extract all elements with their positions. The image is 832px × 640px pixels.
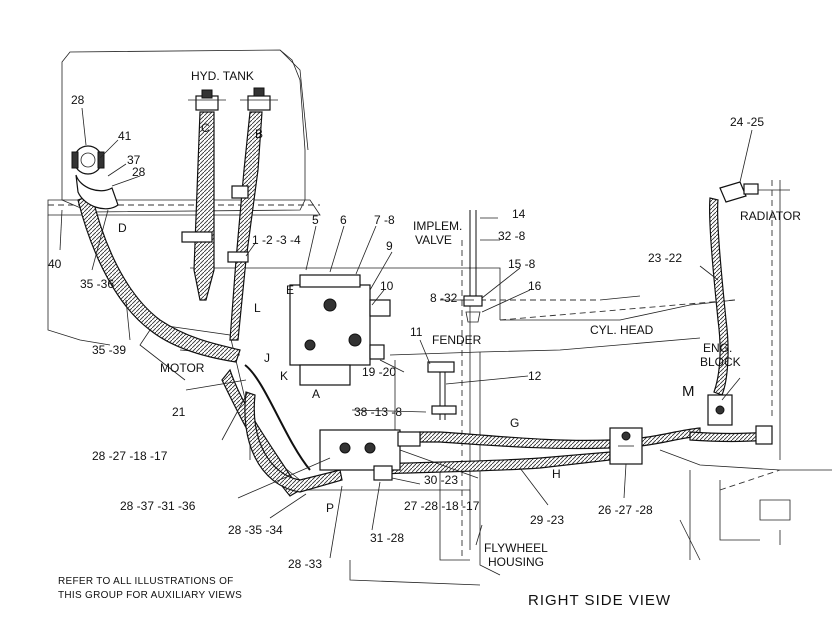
callout-28-37-31-36: 28 -37 -31 -36 <box>120 499 196 513</box>
hose-d <box>75 174 241 363</box>
hose-letter-m: M <box>682 383 696 400</box>
hose-letter-l: L <box>254 301 261 315</box>
callout-40: 40 <box>48 257 62 271</box>
callout-35-39: 35 -39 <box>92 343 126 357</box>
callout-29-23: 29 -23 <box>530 513 564 527</box>
callout-9: 9 <box>386 239 393 253</box>
hose-letter-k: K <box>280 369 288 383</box>
callout-12: 12 <box>528 369 542 383</box>
callout-35-36: 35 -36 <box>80 277 114 291</box>
flywheel-label: FLYWHEEL <box>484 541 548 555</box>
callout-27-28-18-17: 27 -28 -18 -17 <box>404 499 480 513</box>
callout-28-top: 28 <box>71 93 85 107</box>
housing-label: HOUSING <box>488 555 544 569</box>
callout-28-27-18-17: 28 -27 -18 -17 <box>92 449 168 463</box>
callout-5: 5 <box>312 213 319 227</box>
tank-fitting-left <box>188 89 226 111</box>
note-line-1: REFER TO ALL ILLUSTRATIONS OF <box>58 576 234 587</box>
implement-pipe-14 <box>463 210 483 323</box>
block-label: BLOCK <box>700 355 741 369</box>
fender-label: FENDER <box>432 333 482 347</box>
hose-letter-d: D <box>118 221 127 235</box>
callout-7-8: 7 -8 <box>374 213 395 227</box>
fitting-m <box>707 394 773 445</box>
clamp-26 <box>609 427 643 465</box>
callout-21: 21 <box>172 405 186 419</box>
hose-letter-h: H <box>552 467 561 481</box>
callout-10: 10 <box>380 279 394 293</box>
callout-6: 6 <box>340 213 347 227</box>
callout-38-13-8: 38 -13 -8 <box>354 405 402 419</box>
hose-left-loop <box>221 364 311 497</box>
callout-32-8: 32 -8 <box>498 229 526 243</box>
hose-radiator <box>709 181 759 396</box>
valve-label: VALVE <box>415 233 452 247</box>
motor-label: MOTOR <box>160 361 205 375</box>
implement-valve <box>289 274 391 386</box>
callout-31-28: 31 -28 <box>370 531 404 545</box>
callout-28-second: 28 <box>132 165 146 179</box>
callout-14: 14 <box>512 207 526 221</box>
hose-letter-a: A <box>312 387 320 401</box>
callout-41: 41 <box>118 129 132 143</box>
callout-23-22: 23 -22 <box>648 251 682 265</box>
cyl-head-label: CYL. HEAD <box>590 323 654 337</box>
callout-24-25: 24 -25 <box>730 115 764 129</box>
callout-30-23: 30 -23 <box>424 473 458 487</box>
callout-1-2-3-4: 1 -2 -3 -4 <box>252 233 301 247</box>
callout-8-32: 8 -32 <box>430 291 458 305</box>
callout-37: 37 <box>127 153 141 167</box>
callout-28-35-34: 28 -35 -34 <box>228 523 283 537</box>
hose-letter-g: G <box>510 416 519 430</box>
hose-lower-loop <box>244 391 343 493</box>
callout-19-20: 19 -20 <box>362 365 396 379</box>
callout-28-33: 28 -33 <box>288 557 322 571</box>
hose-c <box>181 111 215 301</box>
callout-26-27-28: 26 -27 -28 <box>598 503 653 517</box>
hose-letter-c: C <box>201 121 210 135</box>
radiator-label: RADIATOR <box>740 209 801 223</box>
eng-label: ENG. <box>703 341 732 355</box>
coupler-28 <box>71 145 105 175</box>
bracket-12 <box>427 361 457 420</box>
callout-11: 11 <box>410 325 423 339</box>
callout-16: 16 <box>528 279 542 293</box>
hose-letter-p: P <box>326 501 334 515</box>
hose-b <box>227 111 263 341</box>
hose-letter-j: J <box>264 351 270 365</box>
note-line-2: THIS GROUP FOR AUXILIARY VIEWS <box>58 590 242 601</box>
callout-15-8: 15 -8 <box>508 257 536 271</box>
hose-letter-b: B <box>255 127 263 141</box>
tank-fitting-right <box>240 87 278 111</box>
leader-lines <box>59 107 753 559</box>
hyd-tank-label: HYD. TANK <box>191 69 254 83</box>
implem-label: IMPLEM. <box>413 219 462 233</box>
hose-letter-e: E <box>286 283 294 297</box>
view-title: RIGHT SIDE VIEW <box>528 592 671 609</box>
